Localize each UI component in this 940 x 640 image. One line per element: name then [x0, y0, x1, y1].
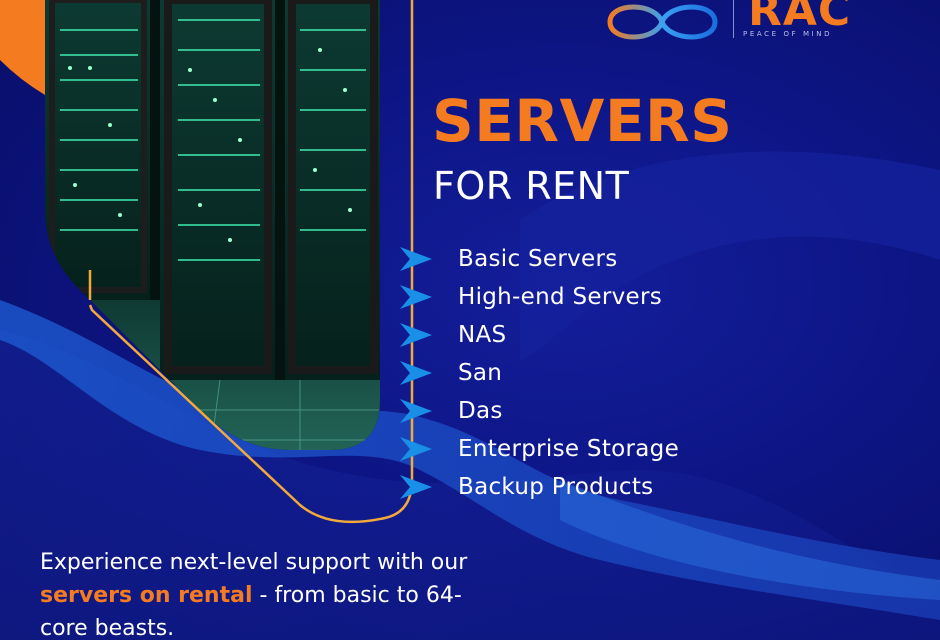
arrow-bullet-icon	[400, 361, 432, 385]
feature-label: Enterprise Storage	[458, 436, 680, 462]
feature-label: NAS	[458, 322, 507, 348]
arrow-bullet-icon	[400, 437, 432, 461]
feature-label: Basic Servers	[458, 246, 618, 272]
feature-list: Basic Servers High-end Servers NAS San D…	[398, 240, 679, 506]
brand-tagline: PEACE OF MIND	[743, 30, 833, 38]
feature-label: Das	[458, 398, 503, 424]
footer-text: Experience next-level support with our s…	[40, 546, 470, 640]
list-item: San	[398, 354, 679, 392]
footer-text-after: - from basic to 64-core beasts.	[40, 583, 462, 640]
feature-label: High-end Servers	[458, 284, 663, 310]
list-item: Basic Servers	[398, 240, 679, 278]
feature-label: San	[458, 360, 503, 386]
server-rack-photo	[0, 0, 414, 524]
list-item: Backup Products	[398, 468, 679, 506]
list-item: NAS	[398, 316, 679, 354]
arrow-bullet-icon	[400, 475, 432, 499]
brand-name: RAC	[748, 0, 852, 36]
arrow-bullet-icon	[400, 399, 432, 423]
list-item: High-end Servers	[398, 278, 679, 316]
logo-divider	[733, 0, 734, 38]
arrow-bullet-icon	[400, 285, 432, 309]
feature-label: Backup Products	[458, 474, 654, 500]
list-item: Enterprise Storage	[398, 430, 679, 468]
arrow-bullet-icon	[400, 323, 432, 347]
footer-text-before: Experience next-level support with our	[40, 550, 468, 575]
footer-highlight: servers on rental	[40, 583, 253, 608]
arrow-bullet-icon	[400, 247, 432, 271]
page-title: SERVERS	[432, 87, 733, 155]
page-subtitle: FOR RENT	[433, 164, 630, 208]
list-item: Das	[398, 392, 679, 430]
infinity-icon	[607, 4, 718, 40]
